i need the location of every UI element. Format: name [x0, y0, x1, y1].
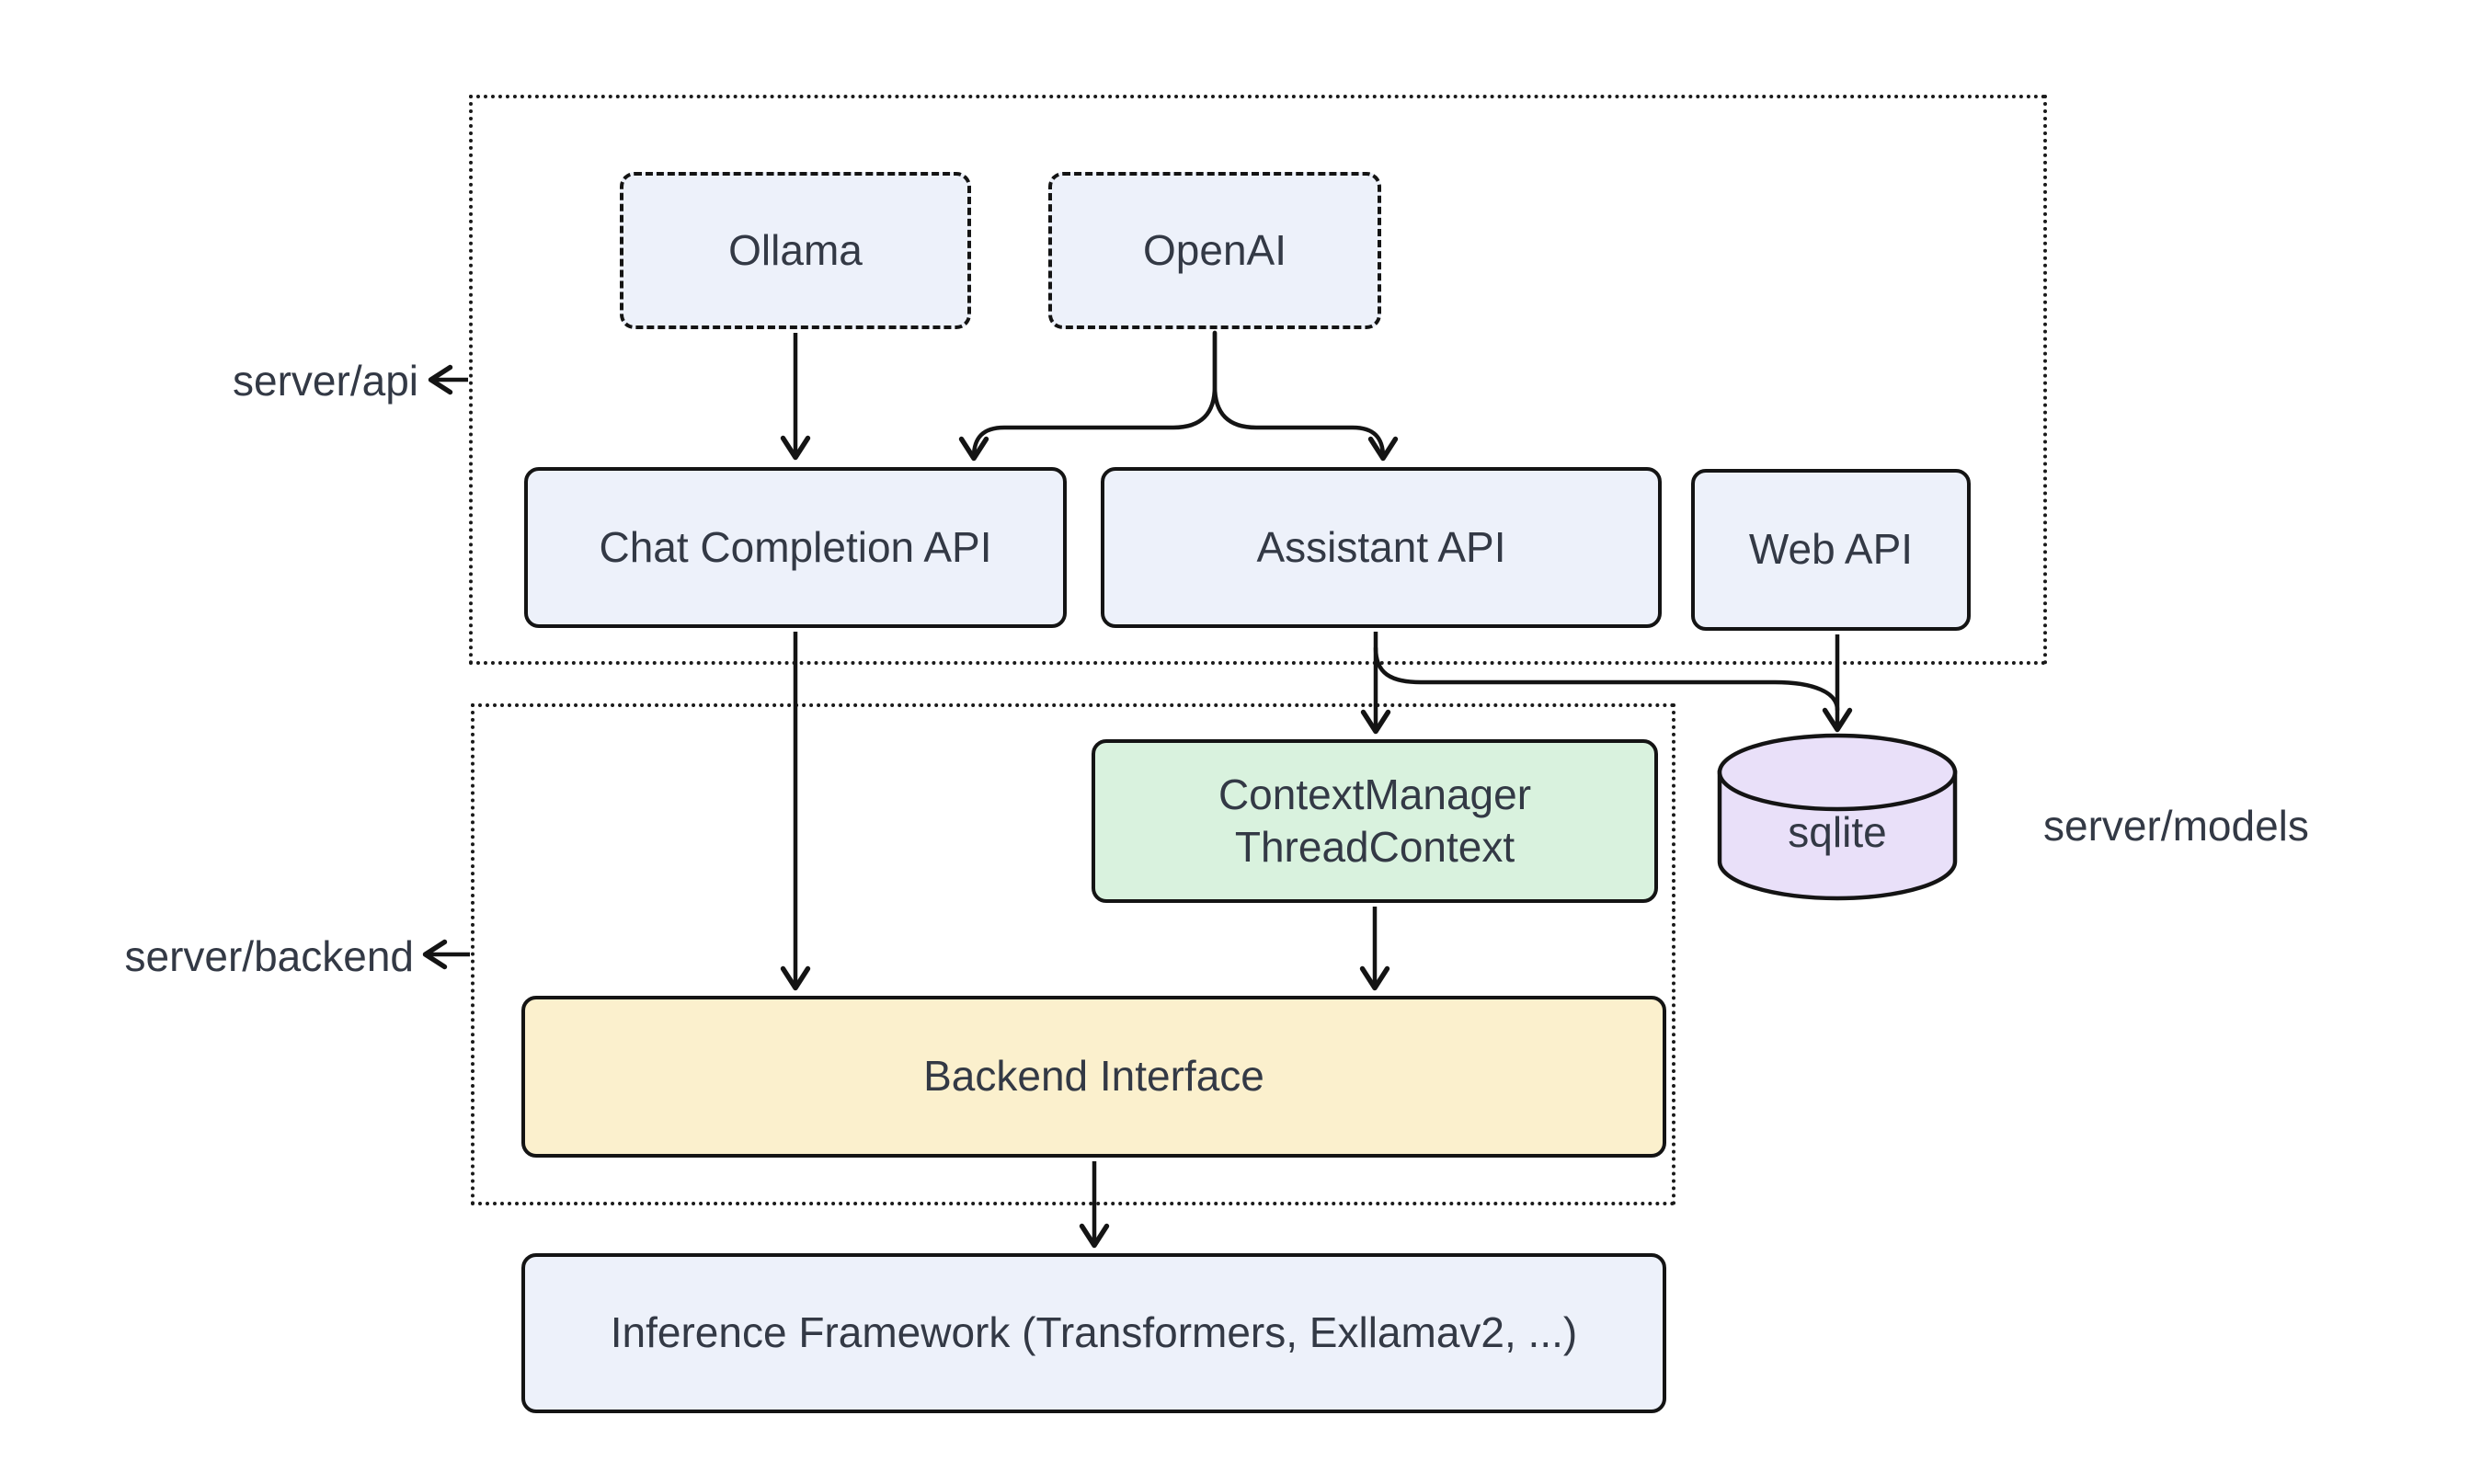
- node-openai: OpenAI: [1048, 172, 1381, 329]
- sqlite-cylinder: [1717, 733, 1958, 901]
- node-assistant-api-label: Assistant API: [1256, 522, 1506, 571]
- node-web-api-label: Web API: [1748, 525, 1914, 574]
- node-ollama-label: Ollama: [728, 225, 863, 274]
- edge-openai-to-assistant-api: [1212, 330, 1399, 462]
- node-inference-framework: Inference Framework (Transformers, Exlla…: [521, 1253, 1666, 1413]
- label-server-api: server/api: [233, 357, 418, 405]
- server-backend-container: [471, 703, 1675, 1205]
- node-chat-completion-api: Chat Completion API: [524, 467, 1067, 628]
- node-sqlite-label: sqlite: [1788, 808, 1887, 856]
- node-context-manager-line2: ThreadContext: [1234, 823, 1515, 871]
- node-chat-completion-api-label: Chat Completion API: [599, 522, 992, 571]
- node-context-manager-line1: ContextManager: [1218, 770, 1532, 818]
- node-inference-framework-label: Inference Framework (Transformers, Exlla…: [610, 1308, 1578, 1357]
- node-web-api: Web API: [1691, 469, 1971, 631]
- node-backend-interface: Backend Interface: [521, 996, 1666, 1158]
- server-api-container: [469, 95, 2047, 665]
- node-context-manager: ContextManager ThreadContext: [1092, 739, 1658, 903]
- edge-assistant-api-to-sqlite: [1373, 645, 1840, 713]
- node-backend-interface-label: Backend Interface: [923, 1052, 1264, 1101]
- label-server-backend: server/backend: [124, 932, 415, 980]
- node-ollama: Ollama: [620, 172, 971, 329]
- node-openai-label: OpenAI: [1143, 225, 1286, 274]
- edge-openai-to-chat-api: [958, 330, 1218, 462]
- label-server-models: server/models: [2043, 802, 2309, 850]
- node-assistant-api: Assistant API: [1101, 467, 1662, 628]
